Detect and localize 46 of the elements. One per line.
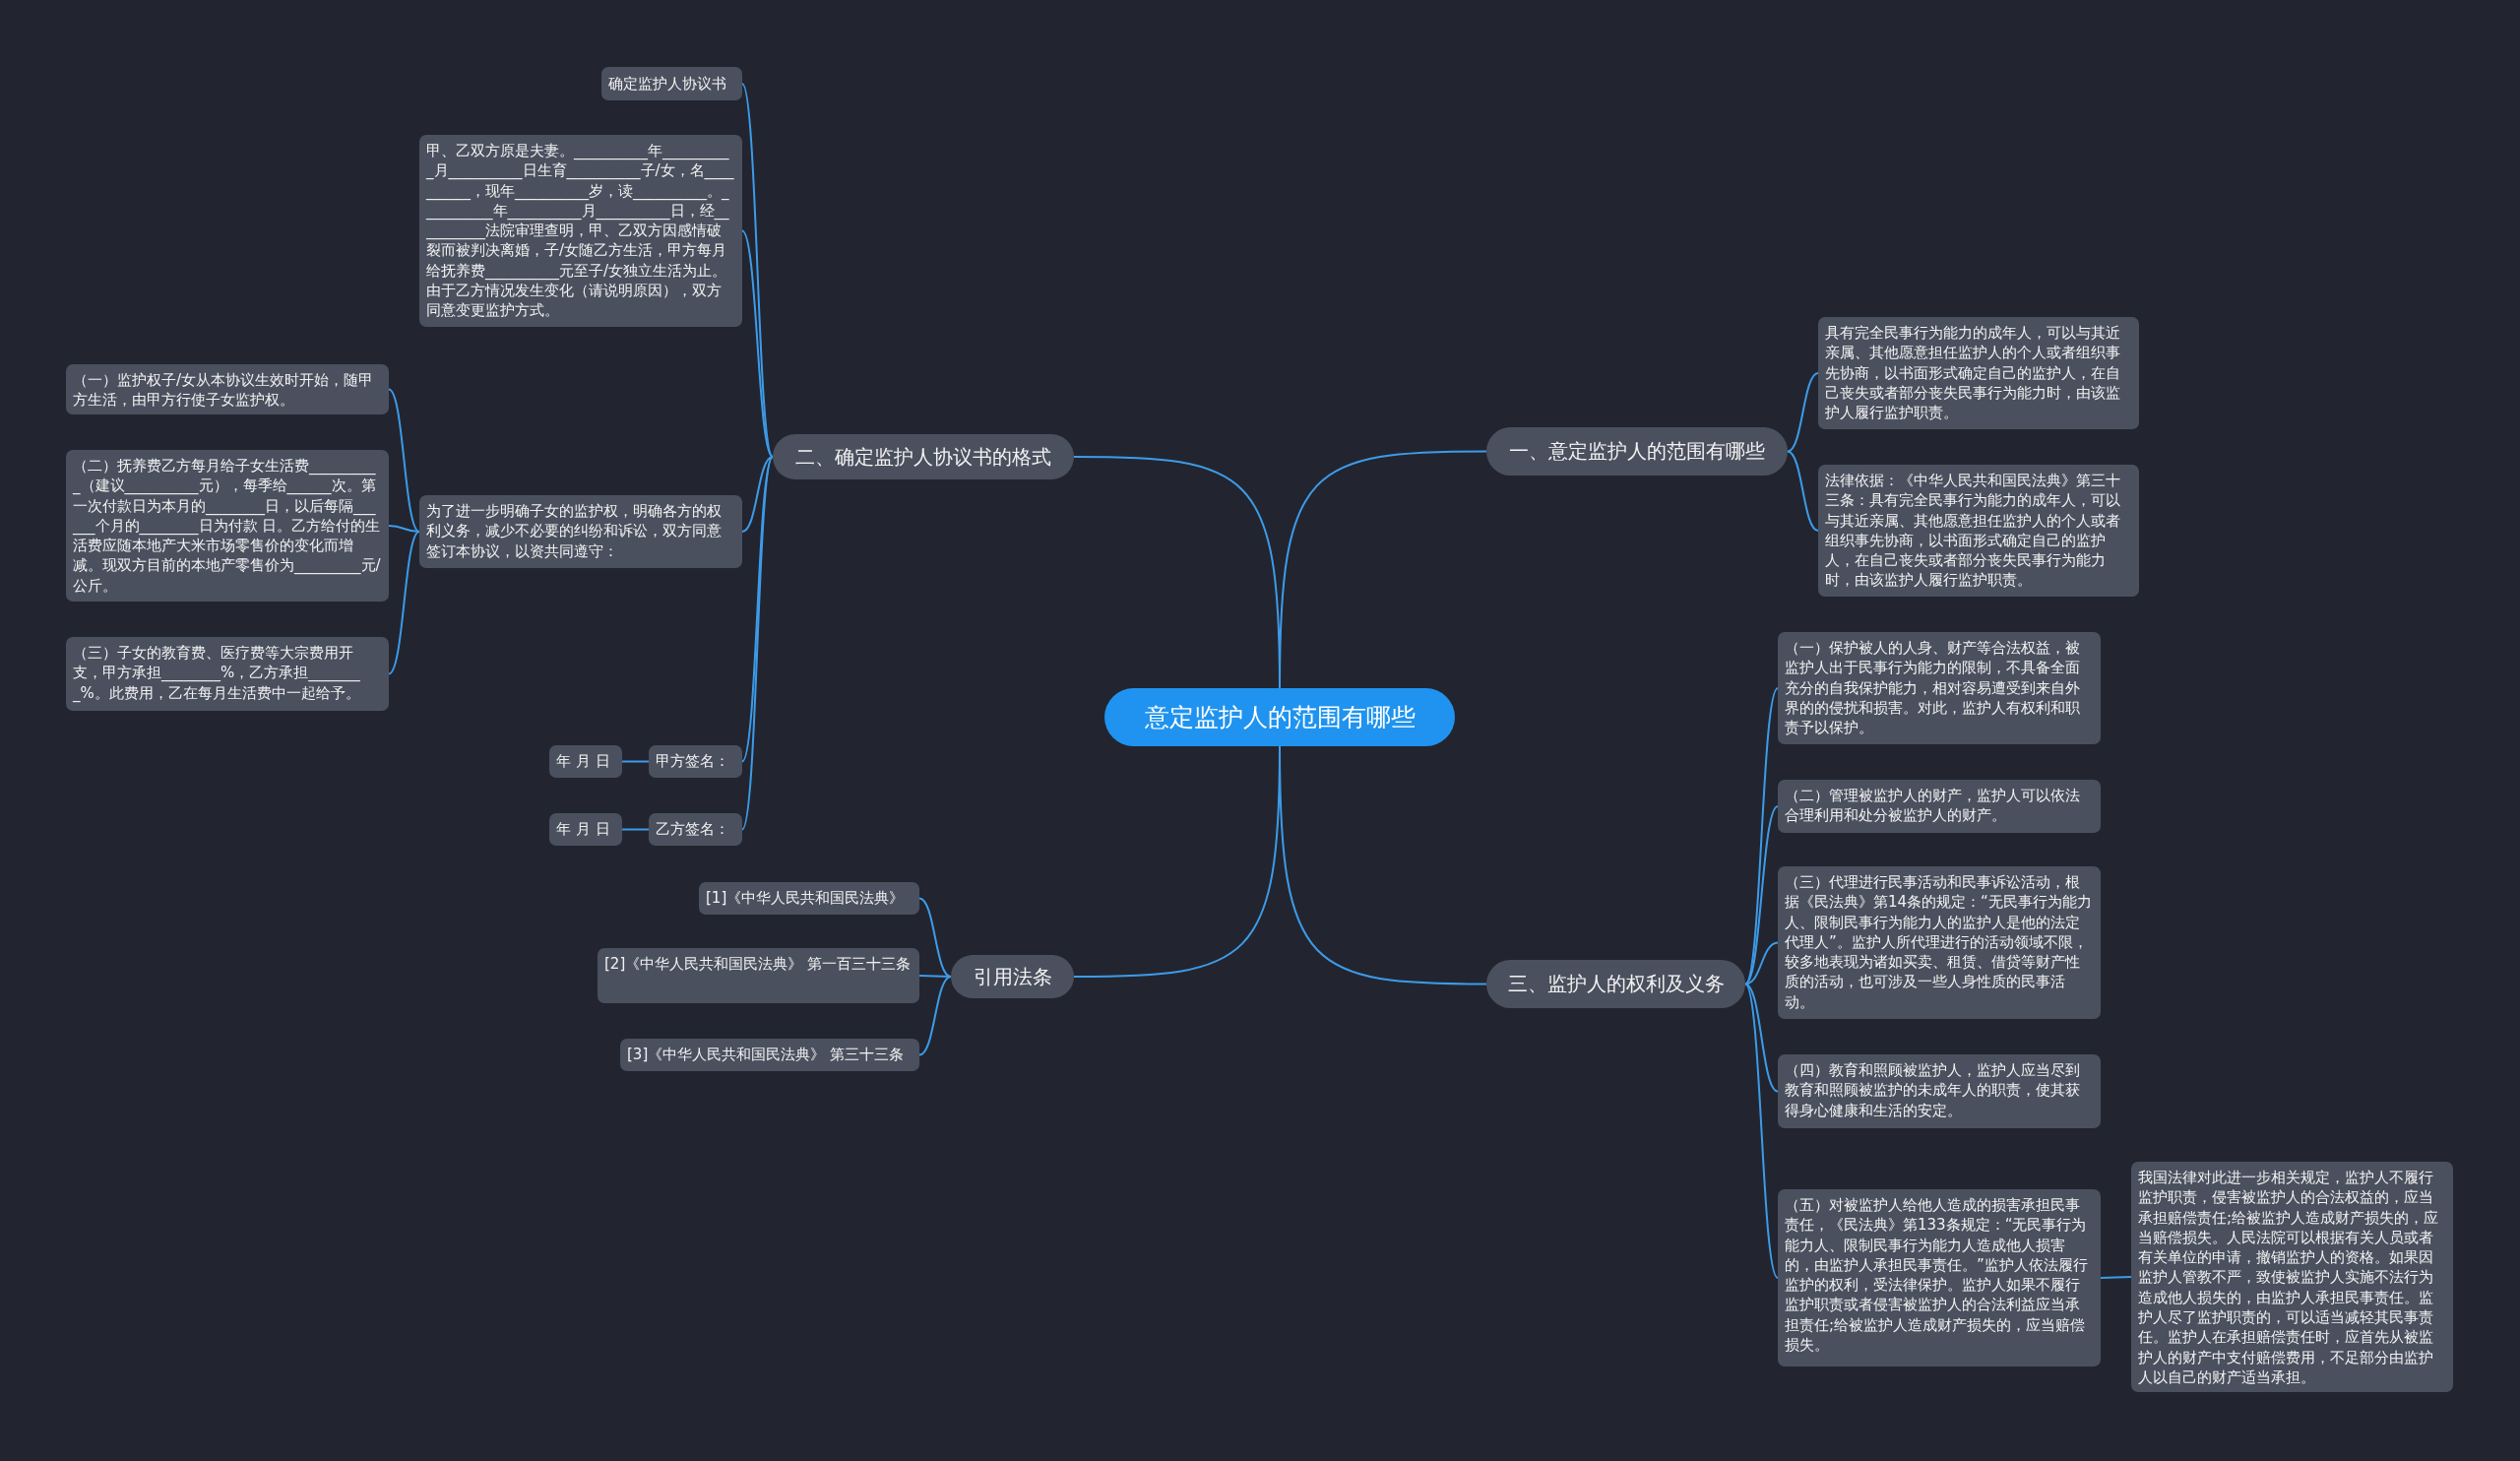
text-card: 确定监护人协议书 (601, 67, 742, 100)
connector (2100, 1276, 2132, 1279)
text-card: 甲、乙双方原是夫妻。__________年__________月__________日生育__________子/女，名__________，现年__________岁，读__________。__________年__________月__________日，经__________法院审理查明，甲、乙双方因感情破裂而被判决离婚，子/女随乙方生活，甲方每月给抚养费__________元至子/女独立生活为止。由于乙方情况发生变化（请说明原因），双方同意变更监护方式。 (419, 135, 742, 327)
text-card: 甲方签名： (649, 745, 742, 778)
connector (741, 229, 774, 458)
connector (741, 83, 774, 458)
text-card: （一）监护权子/女从本协议生效时开始，随甲方生活，由甲方行使子女监护权。 (66, 364, 389, 414)
text-card: （四）教育和照顾被监护人，监护人应当尽到教育和照顾被监护的未成年人的职责，使其获得身心健康和生活的安定。 (1778, 1054, 2101, 1128)
connector (621, 828, 650, 831)
text-card: 年 月 日 (549, 745, 622, 778)
connector (388, 388, 420, 533)
central-topic: 意定监护人的范围有哪些 (1104, 688, 1455, 746)
connector (1744, 983, 1779, 1093)
text-card: 为了进一步明确子女的监护权，明确各方的权利义务，减少不必要的纠纷和诉讼，双方同意签订本协议，以资共同遵守： (419, 495, 742, 568)
connector (1744, 941, 1779, 985)
connector (918, 976, 952, 1056)
text-card: [3]《中华人民共和国民法典》 第三十三条 (620, 1039, 919, 1071)
text-card: 乙方签名： (649, 813, 742, 846)
text-card: 法律依据：《中华人民共和国民法典》第三十三条：具有完全民事行为能力的成年人，可以与其近亲属、其他愿意担任监护人的个人或者组织事先协商，以书面形式确定自己的监护人，在自己丧失或者部分丧失民事行为能力时，由该监护人履行监护职责。 (1818, 465, 2139, 597)
connector (918, 897, 952, 978)
text-card: 我国法律对此进一步相关规定，监护人不履行监护职责，侵害被监护人的合法权益的，应当承担赔偿责任;给被监护人造成财产损失的，应当赔偿损失。人民法院可以根据有关人员或者有关单位的申请，撤销监护人的资格。如果因监护人管教不严，致使被监护人实施不法行为造成他人损失的，由监护人承担民事责任。监护人尽了监护职责的，可以适当减轻其民事责任。监护人在承担赔偿责任时，应首先从被监护人的财产中支付赔偿费用，不足部分由监护人以自己的财产适当承担。 (2131, 1162, 2453, 1392)
text-card: （三）代理进行民事活动和民事诉讼活动，根据《民法典》第14条的规定：“无民事行为能力人、限制民事行为能力人的监护人是他的法定代理人”。监护人所代理进行的活动领域不限，较多地表现为诸如买卖、租赁、借贷等财产性质的活动，也可涉及一些人身性质的民事活动。 (1778, 866, 2101, 1019)
branch-topic: 一、意定监护人的范围有哪些 (1486, 427, 1788, 476)
connector (388, 531, 420, 675)
branch-topic: 三、监护人的权利及义务 (1486, 960, 1745, 1008)
connector (388, 525, 420, 533)
connector (741, 456, 774, 831)
text-card: 年 月 日 (549, 813, 622, 846)
text-card: （三）子女的教育费、医疗费等大宗费用开支，甲方承担________%，乙方承担________%。此费用，乙在每月生活费中一起给予。 (66, 637, 389, 711)
connector (1744, 805, 1779, 985)
branch-topic: 引用法条 (951, 955, 1074, 998)
connector (621, 760, 650, 763)
text-card: 具有完全民事行为能力的成年人，可以与其近亲属、其他愿意担任监护人的个人或者组织事先协商，以书面形式确定自己的监护人，在自己丧失或者部分丧失民事行为能力时，由该监护人履行监护职责。 (1818, 317, 2139, 429)
text-card: （一）保护被人的人身、财产等合法权益，被监护人出于民事行为能力的限制，不具备全面充分的自我保护能力，相对容易遭受到来自外界的的侵扰和损害。对此，监护人有权利和职责予以保护。 (1778, 632, 2101, 744)
connector (741, 456, 774, 533)
connector (1787, 372, 1819, 453)
text-card: （二）管理被监护人的财产，监护人可以依法合理利用和处分被监护人的财产。 (1778, 780, 2101, 833)
connector (1744, 983, 1779, 1279)
text-card: （五）对被监护人给他人造成的损害承担民事责任，《民法典》第133条规定：“无民事行为能力人、限制民事行为能力人造成他人损害的，由监护人承担民事责任。”监护人依法履行监护的权利，受法律保护。监护人如果不履行监护职责或者侵害被监护人的合法利益应当承担责任;给被监护人造成财产损失的，应当赔偿损失。 (1778, 1189, 2101, 1366)
connector (1744, 687, 1779, 985)
text-card: [1]《中华人民共和国民法典》 (699, 882, 919, 915)
text-card: [2]《中华人民共和国民法典》 第一百三十三条 (598, 948, 919, 1003)
text-card: （二）抚养费乙方每月给子女生活费__________（建议__________元），每季给______次。第一次付款日为本月的________日，以后每隔______个月的________日为付款 日。乙方给付的生活费应随本地产大米市场零售价的变化而增减。现双方目前的本地产零售价为_________元/公斤。 (66, 450, 389, 602)
connector (1787, 450, 1819, 532)
branch-topic: 二、确定监护人协议书的格式 (773, 434, 1074, 479)
connector (741, 456, 774, 763)
